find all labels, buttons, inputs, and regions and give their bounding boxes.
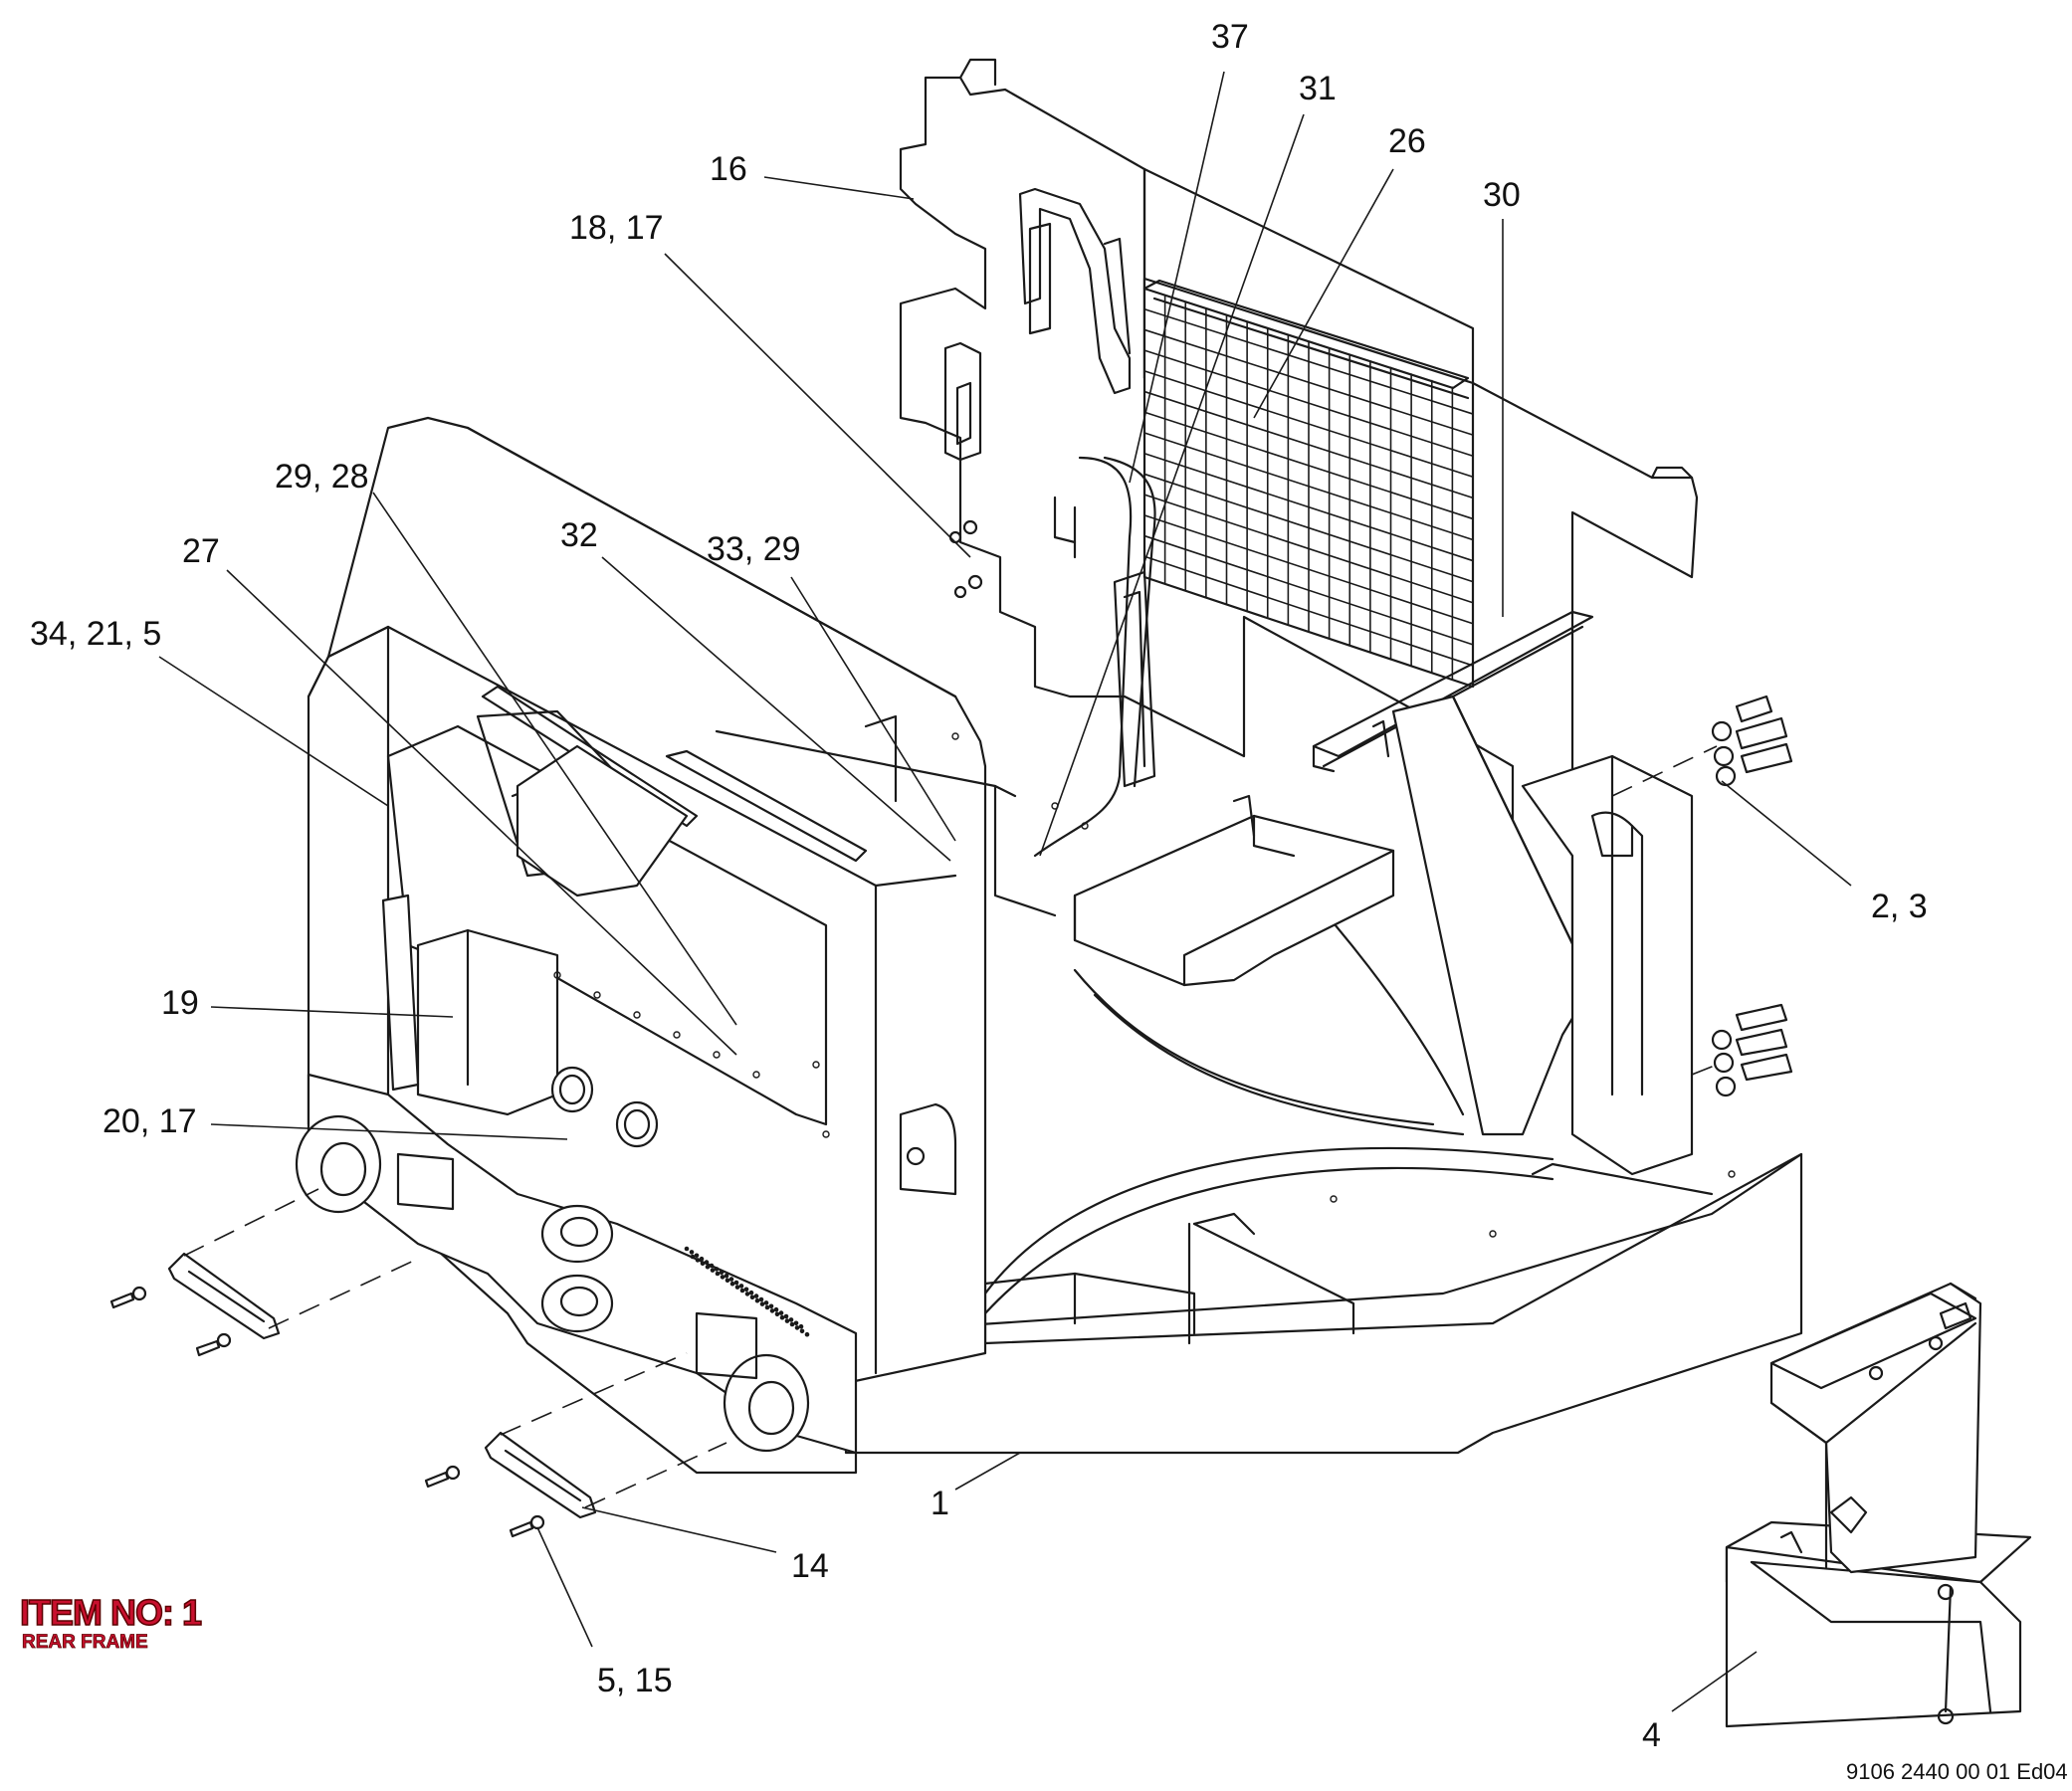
- callout-5-15: 5, 15: [597, 1662, 673, 1699]
- callout-1: 1: [931, 1485, 949, 1522]
- chain-link: [774, 1311, 780, 1317]
- callout-29-28: 29, 28: [275, 458, 369, 496]
- callout-30: 30: [1483, 176, 1521, 214]
- item-number-label: ITEM NO: 1: [19, 1591, 203, 1634]
- chain-link: [764, 1304, 770, 1310]
- mesh-wire: [1143, 432, 1474, 541]
- mesh-wire: [1143, 370, 1474, 479]
- chain-link: [704, 1260, 710, 1265]
- main-frame: [295, 416, 1803, 1475]
- chain-link: [710, 1268, 716, 1273]
- mesh-wire: [1143, 452, 1474, 562]
- chain-link: [789, 1321, 795, 1327]
- mesh-wire: [1143, 411, 1474, 520]
- chain-link: [738, 1284, 744, 1289]
- callout-31: 31: [1299, 70, 1337, 107]
- chain-link: [714, 1267, 720, 1272]
- callout-37: 37: [1211, 18, 1249, 56]
- mesh-wire: [1143, 473, 1474, 583]
- chain-link: [749, 1294, 755, 1300]
- chain-link: [729, 1281, 735, 1287]
- chain-link: [694, 1253, 700, 1259]
- document-reference: 9106 2440 00 01 Ed04: [1846, 1759, 2068, 1784]
- chain-link: [794, 1325, 800, 1330]
- chain-link: [689, 1250, 695, 1255]
- chain-link: [753, 1294, 759, 1298]
- chain-link: [733, 1280, 739, 1286]
- chain-link: [754, 1297, 760, 1303]
- mesh-wire: [1143, 555, 1474, 667]
- chain-link: [768, 1303, 774, 1309]
- callout-19: 19: [161, 984, 199, 1022]
- chain-link: [783, 1313, 789, 1319]
- chain-link: [773, 1306, 779, 1312]
- battery-box: [1725, 1282, 2032, 1728]
- callout-14: 14: [791, 1547, 829, 1585]
- chain-link: [705, 1264, 711, 1270]
- chain-link: [744, 1292, 750, 1296]
- chain-link: [743, 1287, 749, 1293]
- chain-link: [690, 1254, 696, 1260]
- chain-link: [709, 1263, 715, 1269]
- item-description-label: REAR FRAME: [22, 1632, 148, 1654]
- chain-link: [759, 1301, 765, 1306]
- chain-link: [798, 1323, 804, 1329]
- callout-16: 16: [710, 150, 747, 188]
- chain-link: [695, 1258, 701, 1263]
- chain-link: [778, 1310, 784, 1315]
- chain-link: [758, 1296, 764, 1302]
- chain-link: [788, 1317, 794, 1322]
- chain-link: [725, 1278, 730, 1284]
- callout-18-17: 18, 17: [569, 209, 664, 247]
- chain-link: [734, 1285, 740, 1290]
- chain-link: [769, 1308, 775, 1313]
- mesh-wire: [1143, 349, 1474, 457]
- chain-link: [699, 1256, 705, 1262]
- chain-link: [763, 1300, 769, 1305]
- chain-link: [684, 1246, 690, 1252]
- callout-20-17: 20, 17: [103, 1102, 197, 1140]
- chain-link: [779, 1314, 785, 1320]
- callout-34-21-5: 34, 21, 5: [30, 615, 161, 653]
- chain-link: [739, 1288, 745, 1294]
- chain-link: [793, 1320, 799, 1326]
- chain-link: [719, 1270, 725, 1276]
- chain-link: [804, 1331, 810, 1337]
- chain-link: [799, 1328, 805, 1334]
- chain-link: [700, 1261, 706, 1267]
- callout-27: 27: [182, 532, 220, 570]
- callout-33-29: 33, 29: [707, 530, 801, 568]
- mesh-wire: [1143, 494, 1474, 604]
- callout-4: 4: [1642, 1716, 1661, 1754]
- chain-link: [724, 1273, 729, 1279]
- chain-link: [720, 1275, 725, 1280]
- cover-plates: [109, 1188, 727, 1538]
- callout-2-3: 2, 3: [1871, 888, 1928, 925]
- mesh-wire: [1143, 328, 1474, 436]
- mesh-wire: [1143, 534, 1474, 646]
- mesh-wire: [1143, 514, 1474, 625]
- leader-lines: [158, 71, 1852, 1712]
- chain-link: [784, 1318, 790, 1323]
- callout-32: 32: [560, 516, 598, 554]
- chain-link: [715, 1271, 721, 1277]
- callout-26: 26: [1388, 122, 1426, 160]
- mesh-wire: [1143, 307, 1474, 415]
- chain-link: [728, 1277, 734, 1282]
- chain-link: [748, 1290, 754, 1295]
- callouts: 37 31 26 30 16 18, 17 29, 28 27 32 33, 2…: [30, 18, 2068, 1784]
